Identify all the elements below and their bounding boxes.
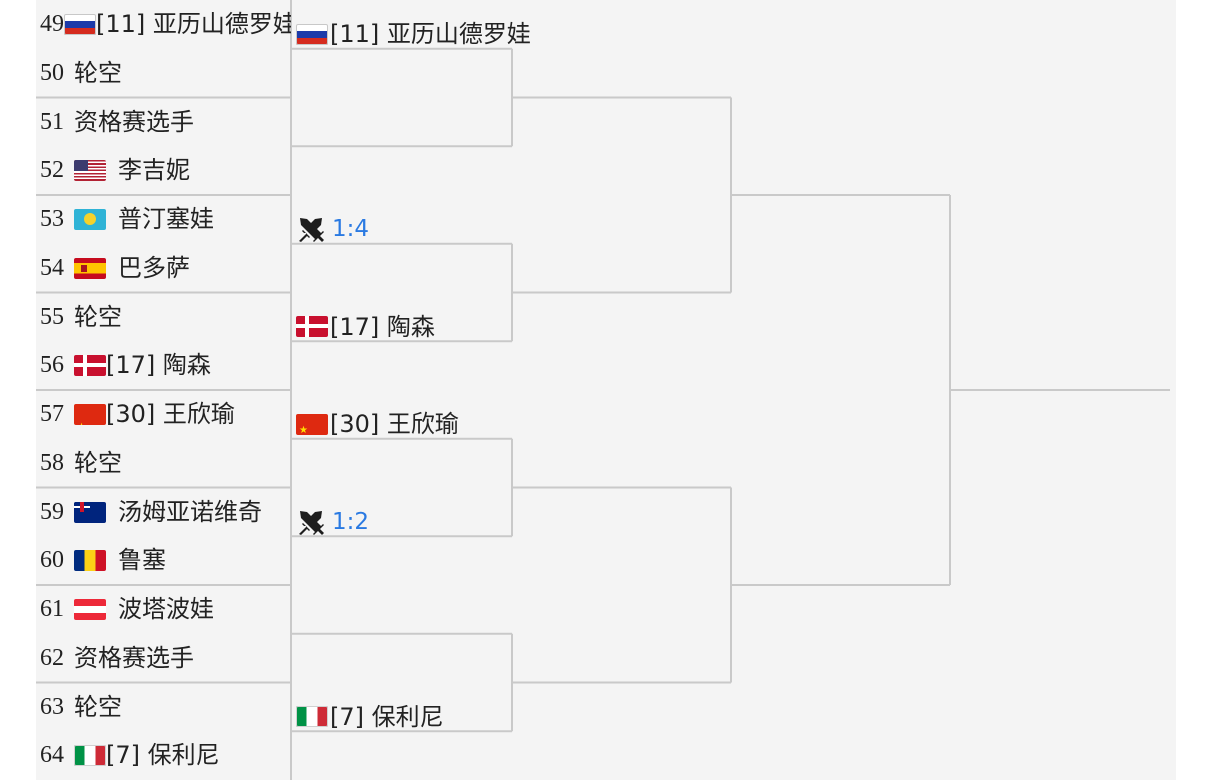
- head-to-head-link[interactable]: 1:4: [296, 211, 369, 247]
- player-name[interactable]: [17] 陶森: [330, 312, 435, 341]
- player-name[interactable]: 轮空: [74, 448, 122, 477]
- player-name[interactable]: [7] 保利尼: [106, 741, 220, 770]
- draw-position: 56: [40, 352, 64, 379]
- crossed-swords-icon: [296, 214, 326, 244]
- left-margin: [0, 0, 36, 780]
- bracket-entry[interactable]: 59 汤姆亚诺维奇: [36, 488, 291, 537]
- draw-position: 57: [40, 401, 64, 427]
- player-name[interactable]: 巴多萨: [118, 253, 190, 282]
- bracket-entry[interactable]: 62 资格赛选手: [36, 634, 291, 683]
- player-name[interactable]: [11] 亚历山德罗娃: [96, 10, 291, 38]
- draw-position: 54: [40, 254, 64, 281]
- bracket-entry[interactable]: 55 轮空: [36, 293, 291, 342]
- bracket-entry[interactable]: 57 [30] 王欣瑜: [36, 390, 291, 439]
- bracket-entry[interactable]: 51 资格赛选手: [36, 98, 291, 147]
- round2-player[interactable]: [17] 陶森: [296, 309, 435, 345]
- bracket-entry[interactable]: 49 [11] 亚历山德罗娃: [36, 0, 291, 49]
- head-to-head-link[interactable]: 1:2: [296, 504, 369, 540]
- player-name[interactable]: [11] 亚历山德罗娃: [330, 20, 531, 49]
- flag-dk-icon: [74, 355, 106, 377]
- player-name[interactable]: 资格赛选手: [74, 107, 194, 136]
- draw-position: 55: [40, 303, 64, 330]
- player-name[interactable]: 波塔波娃: [118, 595, 214, 623]
- draw-position: 60: [40, 547, 64, 574]
- draw-position: 62: [40, 644, 64, 671]
- round2-player[interactable]: [11] 亚历山德罗娃: [296, 16, 531, 52]
- player-name[interactable]: 李吉妮: [118, 156, 190, 185]
- player-name[interactable]: [7] 保利尼: [330, 702, 444, 731]
- flag-us-icon: [74, 160, 106, 182]
- player-name[interactable]: [30] 王欣瑜: [330, 410, 459, 439]
- player-name[interactable]: [17] 陶森: [106, 351, 211, 380]
- draw-position: 53: [40, 206, 64, 232]
- draw-position: 52: [40, 157, 64, 184]
- draw-position: 58: [40, 449, 64, 476]
- round2-player[interactable]: [7] 保利尼: [296, 699, 444, 735]
- draw-position: 61: [40, 596, 64, 622]
- player-name[interactable]: [30] 王欣瑜: [106, 400, 235, 428]
- bracket-entry[interactable]: 54 巴多萨: [36, 244, 291, 293]
- head-to-head-score[interactable]: 1:2: [332, 508, 370, 535]
- head-to-head-score[interactable]: 1:4: [332, 216, 370, 243]
- flag-es-icon: [74, 257, 106, 279]
- bracket-entry[interactable]: 58 轮空: [36, 439, 291, 488]
- bracket-entry[interactable]: 52 李吉妮: [36, 146, 291, 195]
- bracket-entry[interactable]: 50 轮空: [36, 49, 291, 98]
- player-name[interactable]: 汤姆亚诺维奇: [118, 497, 262, 526]
- crossed-swords-icon: [296, 507, 326, 537]
- bracket-entry[interactable]: 63 轮空: [36, 683, 291, 732]
- flag-ru-icon: [64, 14, 96, 35]
- flag-it-icon: [296, 706, 328, 728]
- player-name[interactable]: 轮空: [74, 302, 122, 331]
- flag-cn-icon: [296, 413, 328, 435]
- flag-ru-icon: [296, 23, 328, 45]
- bracket-entry[interactable]: 64 [7] 保利尼: [36, 731, 291, 780]
- flag-au-icon: [74, 501, 106, 523]
- draw-position: 51: [40, 108, 64, 135]
- flag-ro-icon: [74, 550, 106, 572]
- draw-position: 49: [40, 11, 64, 37]
- player-name[interactable]: 轮空: [74, 58, 122, 87]
- player-name[interactable]: 资格赛选手: [74, 643, 194, 672]
- draw-position: 59: [40, 498, 64, 525]
- flag-at-icon: [74, 599, 106, 620]
- bracket-entry[interactable]: 61 波塔波娃: [36, 585, 291, 634]
- player-name[interactable]: 轮空: [74, 692, 122, 721]
- player-name[interactable]: 鲁塞: [118, 546, 166, 575]
- flag-dk-icon: [296, 316, 328, 338]
- bracket-entry[interactable]: 60 鲁塞: [36, 536, 291, 585]
- draw-position: 64: [40, 742, 64, 769]
- right-margin: [1176, 0, 1206, 780]
- draw-position: 63: [40, 693, 64, 720]
- bracket-entry[interactable]: 56 [17] 陶森: [36, 341, 291, 390]
- bracket-entry[interactable]: 53 普汀塞娃: [36, 195, 291, 244]
- flag-cn-icon: [74, 404, 106, 425]
- player-name[interactable]: 普汀塞娃: [118, 205, 214, 233]
- flag-it-icon: [74, 745, 106, 767]
- round2-player[interactable]: [30] 王欣瑜: [296, 406, 459, 442]
- flag-kz-icon: [74, 209, 106, 230]
- draw-position: 50: [40, 59, 64, 86]
